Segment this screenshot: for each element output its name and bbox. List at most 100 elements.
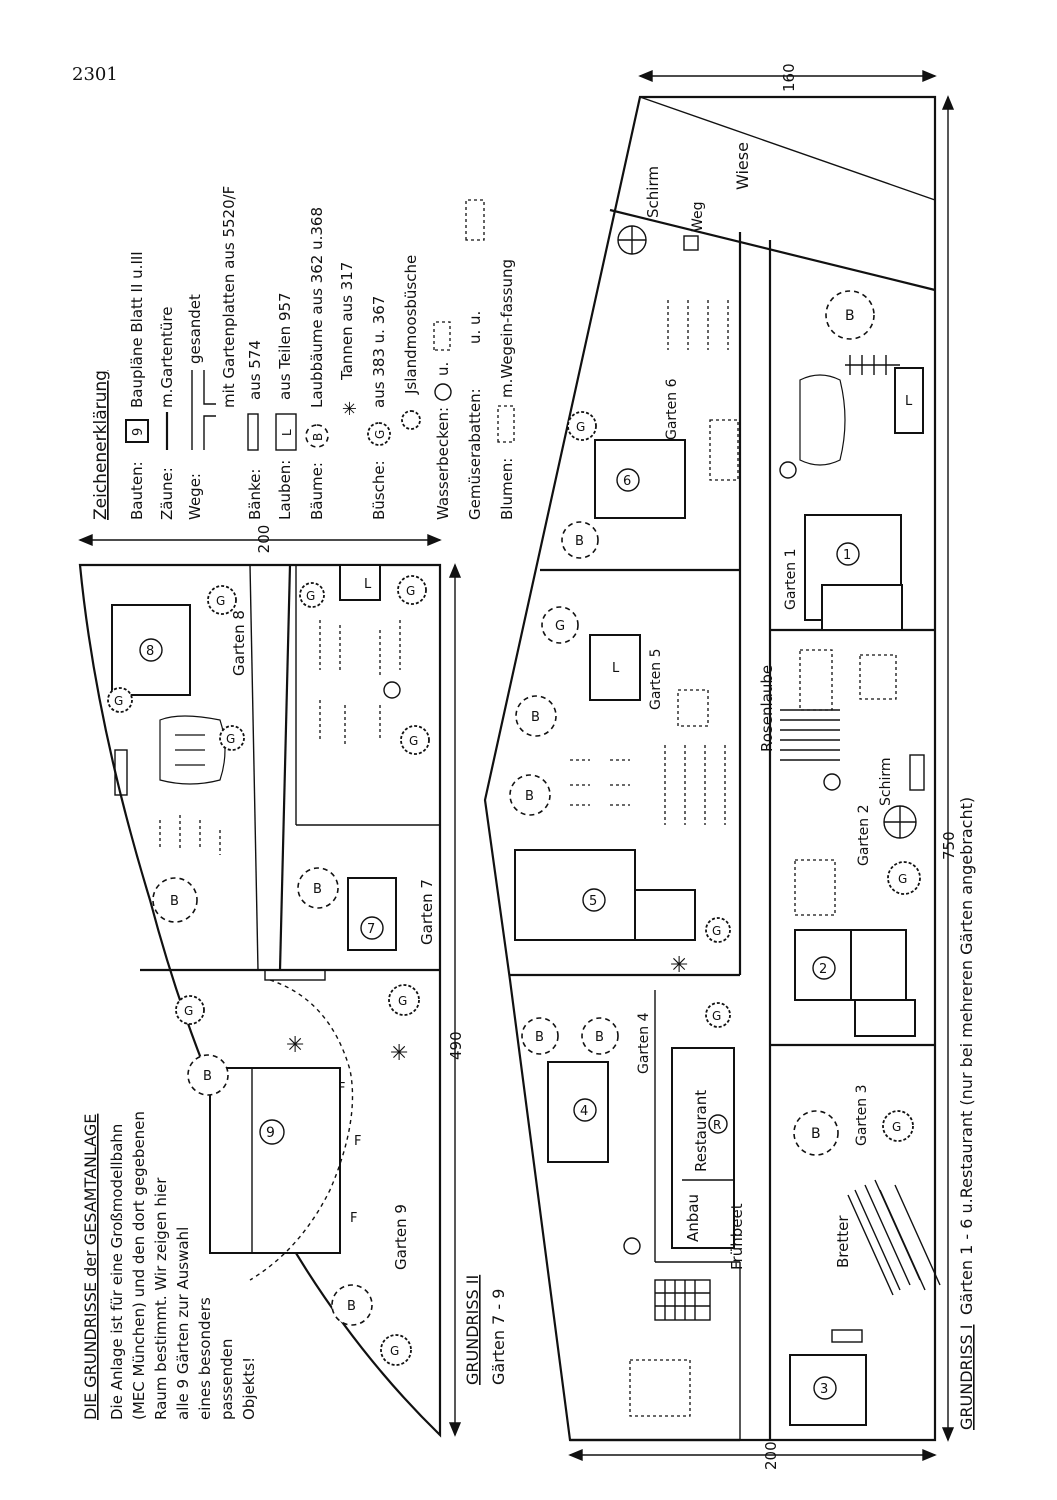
description-line-3: Raum bestimmt. Wir zeigen hier: [152, 1177, 170, 1420]
fir-icon: ✳: [286, 1033, 304, 1058]
tree-label: B: [347, 1299, 356, 1314]
arbor-garden-1: [894, 367, 924, 434]
bush-label: G: [409, 734, 418, 748]
plan-1-title: GRUNDRISS I: [957, 1325, 976, 1430]
weg-label: Weg: [690, 201, 706, 232]
tree-label: B: [525, 789, 534, 804]
bush-label: G: [398, 994, 407, 1008]
plan-1-dimension-width: [568, 1448, 937, 1462]
building-6: [594, 439, 686, 519]
plan-1-dimension-width-wiese: [638, 69, 937, 83]
legend-row-wege: Wege: gesandet mit Gartenplatten aus 552…: [186, 186, 238, 520]
schirm-label-2: Schirm: [878, 758, 894, 807]
legend-desc-blumen: m.Wegein-fassung: [498, 259, 516, 398]
legend-desc-baeume: Laubbäume aus 362 u.368: [308, 207, 326, 408]
garden-7-label: Garten 7: [418, 879, 436, 945]
fountain-label: F: [350, 1211, 357, 1226]
bush-label: G: [114, 694, 123, 708]
bush-label: G: [892, 1120, 901, 1134]
tree-label: B: [595, 1030, 604, 1045]
legend-row-zaeune: Zäune: m.Gartentüre: [158, 307, 176, 520]
arbor-garden-7: [339, 564, 381, 601]
legend-label-zaeune: Zäune:: [158, 467, 176, 520]
bush-label: G: [306, 589, 315, 603]
description-title: DIE GRUNDRISSE der GESAMTANLAGE: [81, 1114, 100, 1420]
legend-row-bauten: Bauten: 9 Baupläne Blatt II u.III: [125, 251, 149, 520]
bretter-label: Bretter: [834, 1215, 852, 1268]
description-line-7: Objekts!: [240, 1357, 258, 1420]
legend-desc-islandmoos: Jslandmoosbüsche: [402, 255, 420, 395]
tree-label: B: [535, 1030, 544, 1045]
legend-symbol-baeume: B: [311, 433, 325, 441]
tree-label: B: [575, 534, 584, 549]
bush-label: G: [184, 1004, 193, 1018]
legend-row-lauben: Lauben: L aus Teilen 957: [275, 292, 297, 520]
legend-desc-wege-platten: mit Gartenplatten aus 5520/F: [220, 186, 238, 408]
fir-icon: ✳: [390, 1041, 408, 1066]
building-5: [514, 849, 636, 941]
legend-symbol-bauten: 9: [131, 428, 146, 436]
building-2-label: 2: [819, 962, 827, 977]
description-block: DIE GRUNDRISSE der GESAMTANLAGE Die Anla…: [81, 1111, 258, 1420]
arbor-garden-5: [589, 634, 641, 701]
legend-label-gemuese: Gemüserabatten:: [466, 388, 484, 520]
tree-label: B: [811, 1126, 821, 1142]
plan-1: Wiese Weg Schirm 6 Garten 6 B G 5 Garten…: [483, 63, 976, 1470]
legend-desc-lauben: aus Teilen 957: [276, 292, 294, 400]
plan-2-title: GRUNDRISS II: [463, 1275, 482, 1385]
garden-3-label: Garten 3: [854, 1084, 870, 1146]
plan-2-subtitle: Gärten 7 - 9: [489, 1289, 508, 1385]
bush-label: G: [406, 584, 415, 598]
legend-symbol-lauben: L: [280, 429, 294, 436]
legend-desc-tannen: Tannen aus 317: [338, 262, 356, 381]
fountain-label: F: [354, 1134, 361, 1149]
plan-1-width-label: 200: [762, 1441, 780, 1470]
description-line-5: eines besonders: [196, 1297, 214, 1420]
legend-label-wege: Wege:: [186, 473, 204, 520]
bush-label: G: [576, 420, 585, 434]
building-9: [209, 1067, 341, 1254]
plan-2-length-label: 490: [447, 1031, 465, 1060]
building-7-label: 7: [367, 922, 375, 937]
legend-row-gemuese: Gemüserabatten: u. u.: [465, 199, 485, 520]
description-line-1: Die Anlage ist für eine Großmodellbahn: [108, 1124, 126, 1420]
building-7: [347, 877, 397, 951]
legend-desc-baenke: aus 574: [246, 340, 264, 400]
legend-row-wasserbecken: Wasserbecken: u.: [433, 321, 452, 520]
description-line-4: alle 9 Gärten zur Auswahl: [174, 1227, 192, 1420]
legend-label-bauten: Bauten:: [128, 461, 146, 520]
building-4-label: 4: [580, 1104, 588, 1119]
fir-icon: ✳: [340, 401, 361, 416]
building-5-label: 5: [589, 894, 597, 909]
tree-label: B: [313, 882, 322, 897]
building-2: [794, 929, 852, 1001]
arbor-label: L: [612, 661, 620, 676]
building-1-label: 1: [843, 548, 851, 563]
legend: Zeichenerklärung Bauten: 9 Baupläne Blat…: [91, 186, 516, 520]
legend-desc-buesche: aus 383 u. 367: [370, 296, 388, 408]
restaurant-symbol: R: [713, 1118, 721, 1132]
garden-4-label: Garten 4: [636, 1012, 652, 1074]
wiese-width-label: 160: [780, 63, 798, 92]
legend-row-blumen: Blumen: m.Wegein-fassung: [497, 259, 516, 520]
legend-desc-zaeune: m.Gartentüre: [158, 307, 176, 408]
plan-2: 8 Garten 8 G G G B L G G G B 7 Garten 7 …: [78, 525, 508, 1438]
bush-label: G: [712, 1009, 721, 1023]
garden-9-label: Garten 9: [392, 1204, 410, 1270]
bush-label: G: [898, 872, 907, 886]
fir-icon: ✳: [670, 953, 688, 978]
anbau-label: Anbau: [684, 1194, 702, 1242]
legend-label-wasserbecken: Wasserbecken:: [434, 407, 452, 520]
legend-label-baenke: Bänke:: [246, 469, 264, 520]
bush-label: G: [216, 594, 225, 608]
description-line-2: (MEC München) und den dort gegebenen: [130, 1111, 148, 1420]
fruehbeet-label: Frühbeet: [728, 1203, 746, 1270]
legend-label-lauben: Lauben:: [276, 460, 294, 520]
plan-1-dimension-length: [941, 95, 955, 1442]
fountain-label: F: [338, 1081, 345, 1096]
arbor-label: L: [905, 394, 913, 409]
building-3: [789, 1354, 867, 1426]
building-8-label: 8: [146, 644, 154, 659]
tree-label: B: [170, 894, 179, 909]
